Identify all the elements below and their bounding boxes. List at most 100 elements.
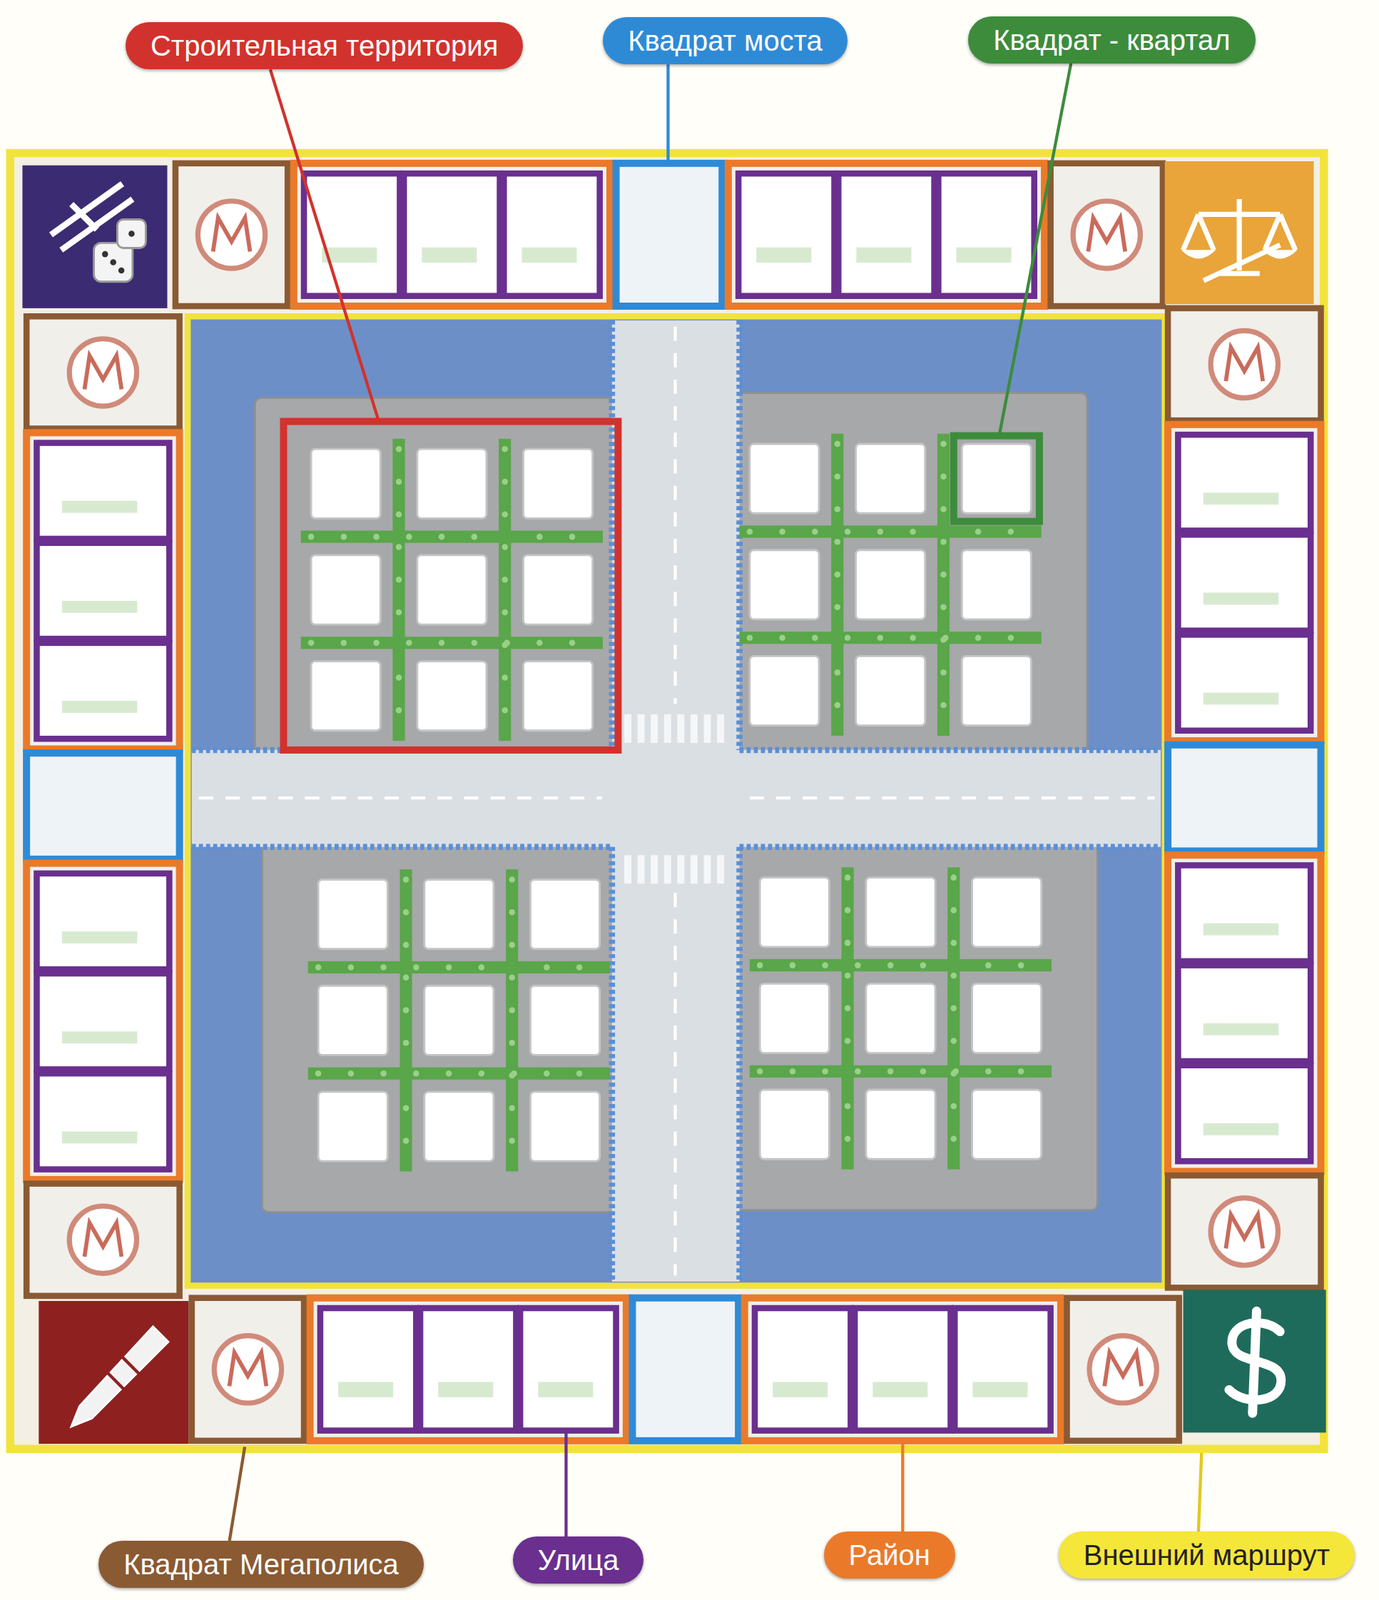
tree-dot — [844, 634, 852, 641]
green-strip — [937, 433, 950, 736]
street — [36, 873, 170, 969]
tree-dot — [756, 961, 764, 969]
tree-dot — [405, 639, 413, 647]
megapolis-logo — [1087, 217, 1126, 252]
road-centre — [199, 796, 603, 800]
megapolis-logo — [229, 1351, 267, 1386]
tree-dot — [315, 1070, 322, 1077]
tree-dot — [844, 1102, 852, 1110]
street-picture — [1203, 923, 1279, 936]
tree-dot — [478, 1070, 486, 1077]
street-picture — [872, 1381, 928, 1397]
tree-dot — [942, 634, 949, 641]
green-strip — [841, 866, 854, 1169]
street-picture — [1203, 1023, 1279, 1036]
block-square — [417, 448, 487, 518]
block-square — [866, 1089, 936, 1159]
tree-dot — [508, 973, 516, 981]
street — [854, 1307, 951, 1431]
street-picture — [438, 1381, 493, 1397]
tree-dot — [834, 505, 842, 513]
corner-build — [38, 1300, 189, 1444]
street — [738, 173, 834, 297]
callout-building-territory: Строительная территория — [125, 22, 523, 70]
block-square — [749, 550, 819, 620]
tree-dot — [834, 538, 842, 546]
road-edge — [736, 846, 743, 1282]
dice-pip — [128, 230, 135, 237]
megapolis-square — [1050, 163, 1163, 307]
megapolis-logo — [1210, 330, 1278, 398]
island-land — [693, 393, 1088, 777]
block-square — [961, 550, 1031, 620]
tree-dot — [395, 576, 403, 583]
scales-icon — [1181, 249, 1298, 259]
street-picture — [856, 247, 912, 263]
corners — [22, 161, 1326, 1444]
island-land — [704, 826, 1098, 1210]
crosswalk — [704, 714, 712, 743]
street — [36, 642, 170, 739]
road-centre — [673, 326, 677, 705]
callout-district: Район — [823, 1530, 956, 1579]
block-square — [311, 448, 381, 518]
tree-dot — [471, 533, 478, 541]
megapolis-square — [26, 1183, 180, 1296]
tree-dot — [501, 478, 508, 486]
tree-dot — [821, 1067, 829, 1075]
leader-line — [1198, 1452, 1202, 1531]
road-edge — [609, 320, 616, 750]
tree-dot — [501, 576, 508, 583]
tree-dot — [950, 939, 958, 946]
megapolis-logo — [84, 1222, 122, 1257]
crosswalk — [650, 714, 658, 743]
road-edge — [739, 843, 1161, 850]
street-picture — [62, 500, 137, 513]
tree-dot — [413, 963, 420, 971]
tree-dot — [308, 533, 315, 541]
tree-dot — [834, 440, 842, 448]
crosswalk — [690, 854, 698, 884]
megapolis-logo — [1104, 1351, 1142, 1386]
block-square — [522, 448, 593, 518]
tree-dot — [380, 963, 387, 971]
corner-dice — [22, 165, 167, 309]
block-square — [424, 985, 494, 1055]
tree-dot — [952, 1067, 959, 1075]
tree-dot — [576, 963, 583, 971]
tree-dot — [950, 1135, 958, 1142]
tree-dot — [403, 1039, 410, 1046]
block-square — [749, 655, 819, 725]
road-edge — [739, 746, 1161, 754]
block-square — [972, 877, 1042, 947]
district — [293, 163, 610, 307]
street-picture — [537, 1381, 593, 1397]
tree-dot — [536, 639, 543, 647]
pen-icon — [107, 1356, 143, 1393]
tree-dot — [395, 609, 403, 616]
tree-dot — [844, 1135, 852, 1142]
crosswalk — [650, 854, 658, 884]
outer-track — [26, 163, 1321, 1441]
tree-dot — [854, 961, 862, 969]
tree-dot — [844, 528, 852, 536]
street-picture — [756, 247, 812, 263]
district — [26, 432, 180, 749]
tree-dot — [308, 639, 315, 647]
tree-dot — [395, 674, 403, 681]
tree-dot — [413, 1070, 420, 1077]
street — [1177, 965, 1311, 1061]
street — [954, 1307, 1051, 1431]
crosswalk — [637, 714, 645, 743]
road-horizontal — [191, 749, 1161, 847]
tree-dot — [844, 1037, 852, 1044]
tree-dot — [950, 906, 958, 914]
callout-text: Внешний маршрут — [1083, 1538, 1330, 1571]
callout-megapolis: Квадрат Мегаполиса — [98, 1540, 424, 1588]
tree-dot — [834, 701, 842, 709]
tree-dot — [940, 571, 947, 578]
tree-dot — [811, 528, 819, 536]
tree-dot — [403, 1006, 410, 1014]
street-picture — [62, 700, 137, 713]
callout-street: Улица — [512, 1535, 645, 1584]
